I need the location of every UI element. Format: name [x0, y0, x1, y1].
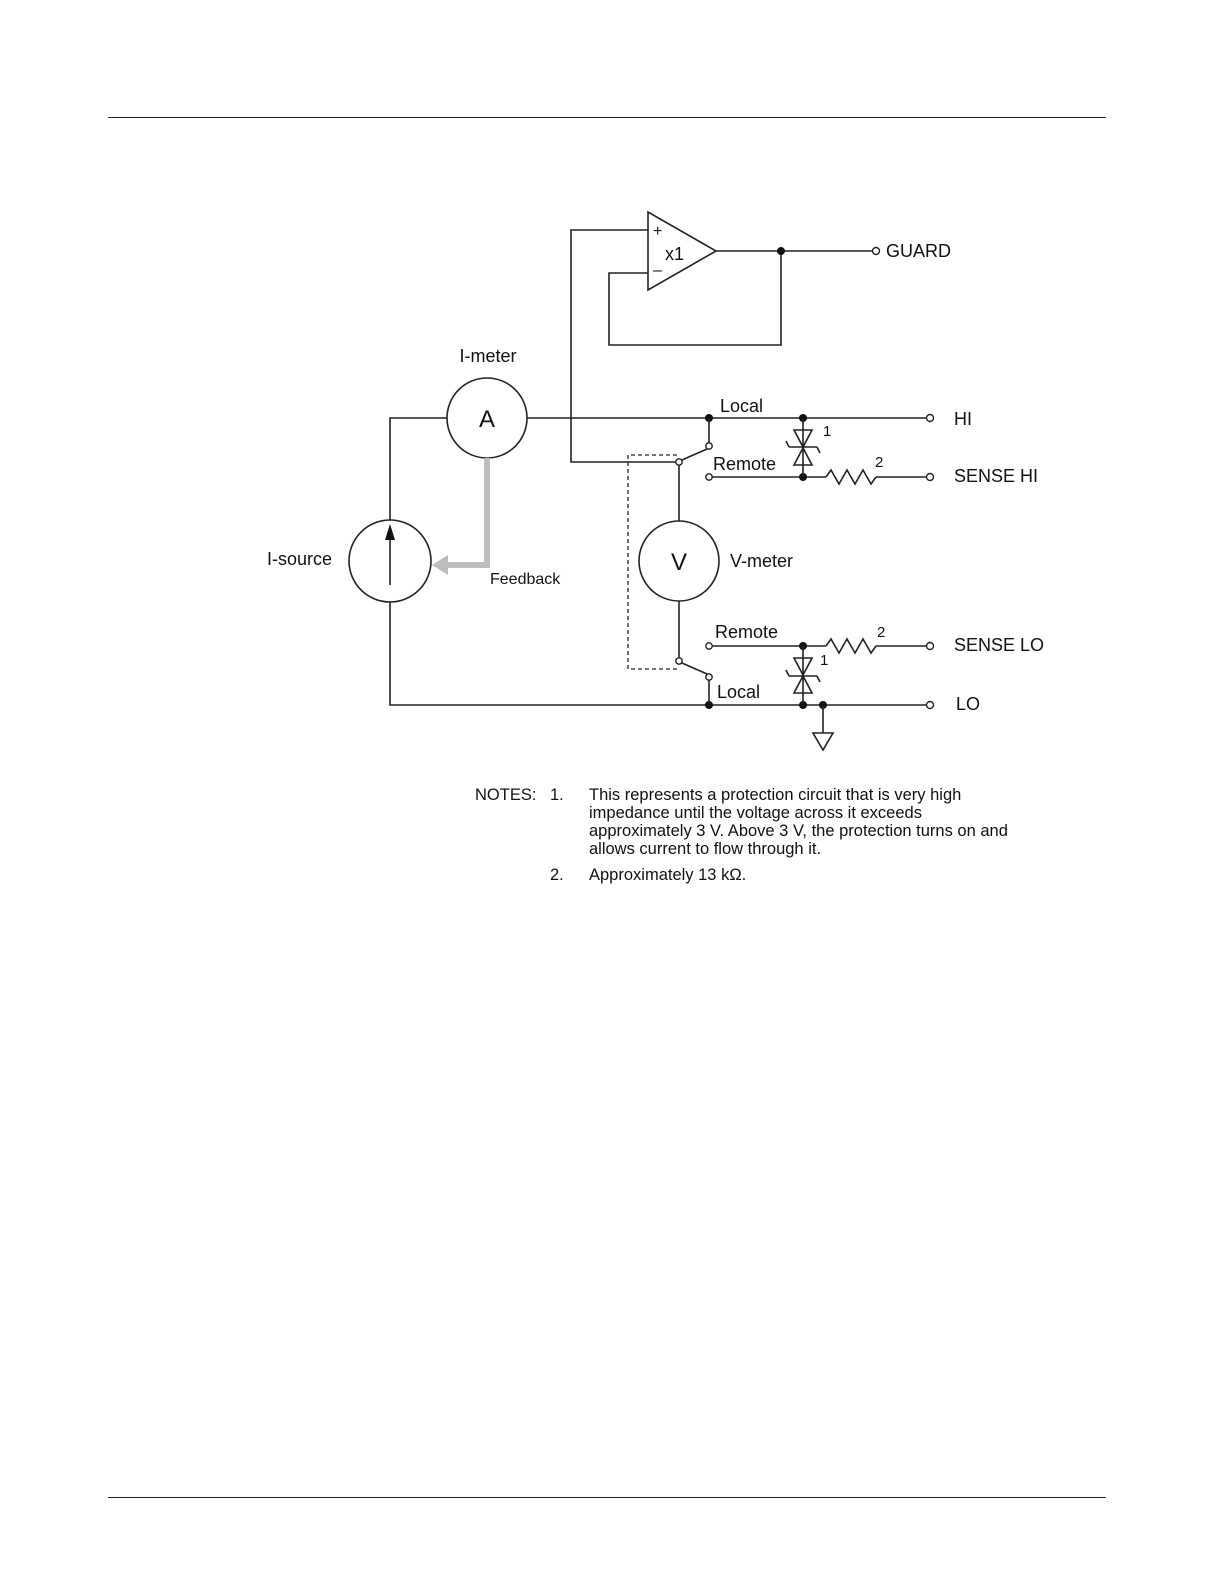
- i-source: I-source: [267, 519, 432, 603]
- resistor-bottom-ref: 2: [877, 624, 885, 641]
- sense-hi-label: SENSE HI: [954, 466, 1038, 486]
- sense-lo-terminal: [925, 641, 935, 651]
- zener-bottom-ref: 1: [820, 652, 828, 669]
- guard-label: GUARD: [886, 241, 951, 261]
- zener-bottom-icon: [785, 657, 821, 694]
- feedback-arrow-icon: [432, 555, 448, 575]
- i-source-label: I-source: [267, 549, 332, 569]
- switch-local-bottom-label: Local: [717, 682, 760, 702]
- sense-lo-label: SENSE LO: [954, 635, 1044, 655]
- switch-local-top-label: Local: [720, 396, 763, 416]
- guard-wiring: [570, 229, 873, 463]
- guard-terminal: GUARD: [871, 241, 951, 261]
- sense-lo-switch: Remote Local: [675, 622, 778, 705]
- amp-gain-label: x1: [665, 244, 684, 264]
- v-meter-symbol: V: [671, 549, 687, 576]
- output-terminals: HI SENSE HI SENSE LO LO: [925, 409, 1044, 714]
- lo-terminal: [925, 700, 935, 710]
- current-arrow-icon: [385, 524, 395, 540]
- hi-label: HI: [954, 409, 972, 429]
- i-meter-label: I-meter: [459, 346, 516, 366]
- feedback-label: Feedback: [490, 571, 561, 588]
- switch-remote-top-label: Remote: [713, 454, 776, 474]
- amp-minus-label: –: [653, 262, 662, 279]
- ground-icon: [811, 701, 835, 752]
- zener-top-icon: [785, 429, 821, 466]
- i-meter-symbol: A: [479, 406, 495, 433]
- v-meter: V V-meter: [638, 465, 793, 658]
- sense-hi-switch: Local Remote: [675, 396, 776, 481]
- guard-amplifier: + – x1: [647, 210, 718, 292]
- amp-plus-label: +: [653, 223, 662, 240]
- lo-label: LO: [956, 694, 980, 714]
- footer-rule: [108, 1497, 1106, 1498]
- switch-link-dashed: [627, 454, 677, 670]
- header-rule: [108, 117, 1106, 118]
- switch-remote-bottom-label: Remote: [715, 622, 778, 642]
- notes-label: NOTES:: [475, 786, 537, 804]
- i-meter: A I-meter: [446, 346, 528, 459]
- v-meter-label: V-meter: [730, 551, 793, 571]
- sense-lo-path: 1 2: [712, 624, 927, 709]
- note-text: Approximately 13 kΩ.: [589, 866, 747, 884]
- zener-top-ref: 1: [823, 423, 831, 440]
- hi-terminal: [925, 413, 935, 423]
- sense-hi-terminal: [925, 472, 935, 482]
- feedback-path: Feedback: [432, 458, 561, 588]
- note-number: 2.: [550, 866, 564, 884]
- note-number: 1.: [550, 786, 564, 804]
- note-text: This represents a protection circuit tha…: [589, 786, 1008, 858]
- force-wiring: [389, 414, 927, 709]
- resistor-top-ref: 2: [875, 454, 883, 471]
- sense-hi-path: 1 2: [712, 414, 927, 486]
